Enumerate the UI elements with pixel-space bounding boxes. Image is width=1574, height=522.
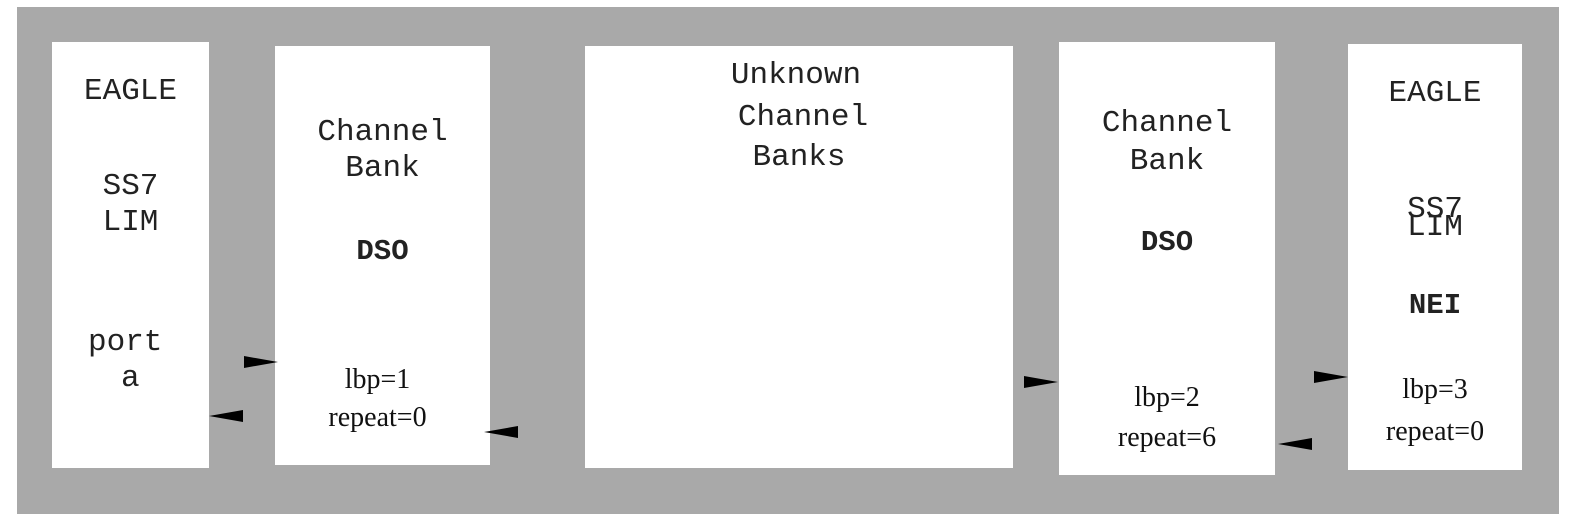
eagle-right-node: EAGLE SS7 LIM NEI lbp=3 repeat=0	[1348, 44, 1522, 470]
channel-bank-left-node: Channel Bank DSO lbp=1 repeat=0	[275, 46, 490, 465]
channel-bank-right-ds0: DSO	[1140, 226, 1194, 259]
unknown-channel-banks-node: Unknown Channel Banks	[585, 46, 1013, 468]
eagle-right-title: EAGLE	[1388, 76, 1482, 111]
channel-bank-left-lbp: lbp=1	[344, 364, 411, 395]
channel-bank-right-line1: Channel	[1101, 106, 1233, 141]
eagle-right-lim: LIM	[1407, 210, 1463, 245]
channel-bank-left-line1: Channel	[317, 115, 448, 150]
eagle-left-port-letter: a	[121, 361, 140, 396]
unknown-banks-line1: Unknown	[730, 58, 862, 93]
arrow-left-3	[1278, 438, 1312, 450]
eagle-right-nei: NEI	[1408, 289, 1462, 322]
channel-bank-right-line2: Bank	[1129, 144, 1205, 179]
unknown-banks-line2: Channel	[737, 100, 869, 135]
arrow-left-1	[209, 410, 243, 422]
channel-bank-right-lbp: lbp=2	[1134, 382, 1200, 413]
channel-bank-left-repeat: repeat=0	[328, 402, 427, 433]
arrow-right-1	[244, 356, 278, 368]
eagle-left-ss7: SS7	[102, 169, 159, 204]
channel-bank-right-repeat: repeat=6	[1117, 422, 1217, 453]
eagle-left-title: EAGLE	[83, 74, 177, 109]
channel-bank-right-node: Channel Bank DSO lbp=2 repeat=6	[1059, 42, 1275, 475]
eagle-left-lim: LIM	[102, 205, 159, 240]
eagle-right-lbp: lbp=3	[1402, 374, 1468, 405]
channel-bank-left-ds0: DSO	[356, 235, 409, 268]
eagle-right-ss7: SS7	[1407, 192, 1463, 227]
eagle-right-repeat: repeat=0	[1385, 416, 1485, 447]
eagle-left-node: EAGLE SS7 LIM port a	[52, 42, 209, 468]
unknown-banks-line3: Banks	[752, 140, 846, 175]
channel-bank-left-line2: Bank	[345, 151, 420, 186]
eagle-left-port: port	[88, 325, 163, 360]
arrow-right-2	[1024, 376, 1058, 388]
arrow-left-2	[484, 426, 518, 438]
arrow-right-3	[1314, 371, 1348, 383]
